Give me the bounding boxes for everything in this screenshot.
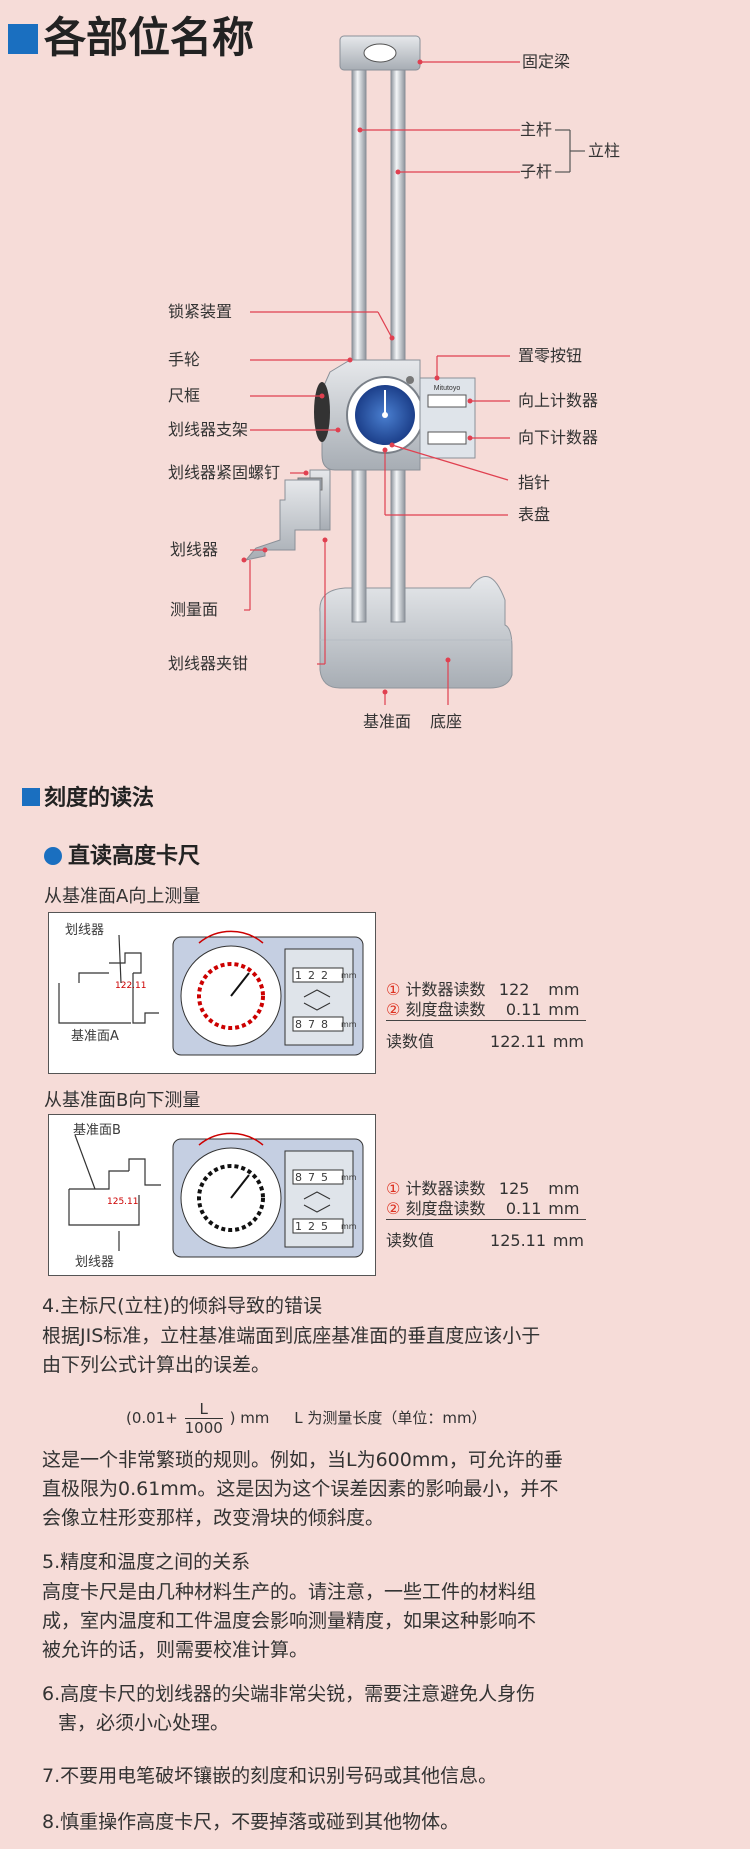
- up-scale-mark: 122.11: [115, 981, 147, 991]
- label-base: 底座: [430, 712, 463, 731]
- note-7: 7.不要用电笔破坏镶嵌的刻度和识别号码或其他信息。: [42, 1765, 498, 1787]
- label-dial: 表盘: [518, 505, 551, 524]
- down-counter-bottom-unit: mm: [341, 1222, 357, 1231]
- label-pointer: 指针: [518, 473, 551, 492]
- label-scriber-screw: 划线器紧固螺钉: [168, 463, 281, 482]
- reading-subheading: 直读高度卡尺: [44, 838, 200, 870]
- down-caption: 从基准面B向下测量: [44, 1090, 201, 1111]
- handwheel-shape: [314, 382, 330, 442]
- note-4-body: 这是一个非常繁琐的规则。例如，当L为600mm，可允许的垂 直极限为0.61mm…: [42, 1449, 563, 1529]
- label-scriber-holder: 划线器支架: [168, 420, 249, 439]
- label-frame: 尺框: [168, 386, 201, 405]
- note-6: 6.高度卡尺的划线器的尖端非常尖锐，需要注意避免人身伤 害，必须小心处理。: [42, 1683, 536, 1734]
- base-shape: [319, 576, 513, 689]
- note-5-title: 5.精度和温度之间的关系: [42, 1551, 251, 1573]
- heading-square-icon: [22, 788, 40, 806]
- scriber-shape: [244, 479, 321, 561]
- zero-button-shape: [406, 376, 414, 384]
- sub-rod-shape: [390, 61, 406, 623]
- down-counter-top-unit: mm: [341, 1173, 357, 1182]
- label-sub-rod: 子杆: [520, 162, 553, 181]
- up-counter-bottom-unit: mm: [341, 1020, 357, 1029]
- down-divider: [386, 1219, 586, 1220]
- label-scriber-clamp: 划线器夹钳: [168, 654, 249, 673]
- label-main-rod: 主杆: [520, 120, 553, 139]
- label-down-counter: 向下计数器: [518, 428, 599, 447]
- label-lock: 锁紧装置: [168, 302, 233, 321]
- up-counter-top-unit: mm: [341, 971, 357, 980]
- label-column: 立柱: [588, 141, 621, 160]
- bullet-dot-icon: [44, 847, 62, 865]
- down-scriber-label: 划线器: [75, 1255, 115, 1270]
- note-4-intro: 根据JIS标准，立柱基准端面到底座基准面的垂直度应该小于 由下列公式计算出的误差…: [42, 1325, 541, 1376]
- up-ref-label: 基准面A: [71, 1029, 119, 1044]
- label-measuring-face: 测量面: [170, 600, 219, 619]
- title-square-icon: [8, 24, 38, 54]
- brand-text: Mitutoyo: [434, 385, 461, 392]
- down-ref-label: 基准面B: [73, 1123, 121, 1138]
- formula: (0.01+ L 1000 ) mm L 为测量长度（单位：mm）: [126, 1400, 487, 1437]
- label-zero-button: 置零按钮: [518, 346, 583, 365]
- down-scale-mark: 125.11: [107, 1197, 139, 1207]
- down-panel: 基准面B 划线器 125.11 875 125 mm mm: [48, 1114, 376, 1276]
- label-up-counter: 向上计数器: [518, 391, 599, 410]
- note-8: 8.慎重操作高度卡尺，不要掉落或碰到其他物体。: [42, 1811, 460, 1833]
- note-5-body: 高度卡尺是由几种材料生产的。请注意，一些工件的材料组 成，室内温度和工件温度会影…: [42, 1581, 537, 1661]
- up-counter-top: 122: [295, 969, 334, 982]
- note-4-title: 4.主标尺(立柱)的倾斜导致的错误: [42, 1295, 322, 1317]
- down-counter-top: 875: [295, 1171, 334, 1184]
- counter-box-shape: [419, 377, 476, 459]
- label-fixed-beam: 固定梁: [522, 52, 571, 71]
- label-scriber: 划线器: [170, 540, 219, 559]
- down-counter-bottom: 125: [295, 1220, 334, 1233]
- up-counter-bottom: 878: [295, 1018, 334, 1031]
- main-rod-shape: [351, 61, 367, 623]
- height-gauge-diagram: Mitutoyo: [241, 35, 585, 705]
- label-handwheel: 手轮: [168, 350, 201, 369]
- label-reference-face: 基准面: [363, 712, 412, 731]
- up-panel: 划线器 基准面A 122.11 122 878 mm mm: [48, 912, 376, 1074]
- up-divider: [386, 1020, 586, 1021]
- page-title: 各部位名称: [8, 12, 254, 64]
- up-scriber-label: 划线器: [65, 923, 105, 938]
- up-caption: 从基准面A向上测量: [44, 886, 201, 907]
- reading-heading: 刻度的读法: [22, 780, 154, 812]
